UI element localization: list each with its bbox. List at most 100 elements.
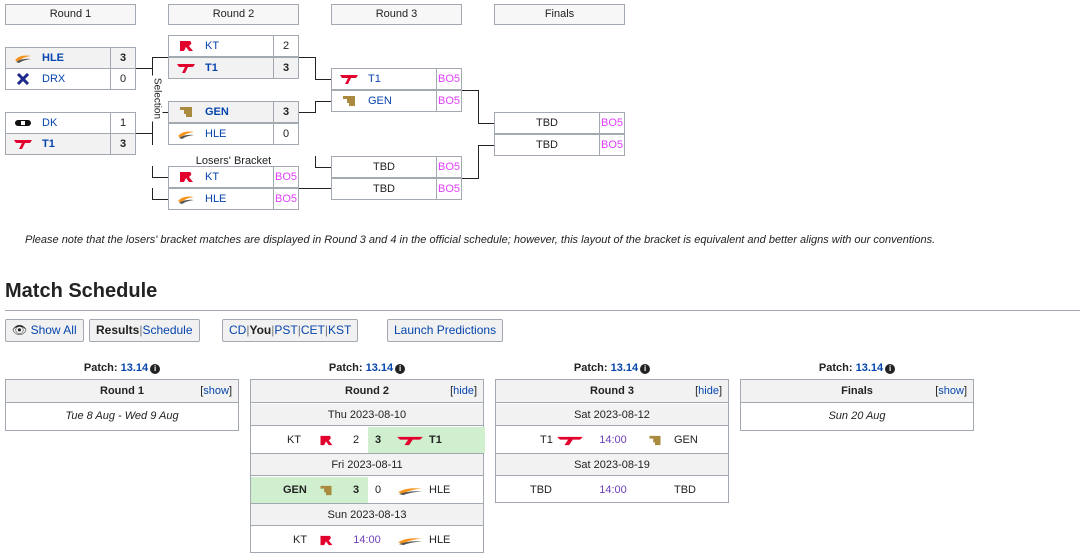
score: 3	[273, 58, 298, 78]
match-date: Fri 2023-08-11	[251, 454, 483, 476]
team-name[interactable]: T1	[42, 138, 55, 150]
team-name: TBD	[373, 161, 395, 173]
info-icon[interactable]: i	[395, 364, 406, 374]
patch-link[interactable]: 13.14	[855, 362, 884, 374]
team-name: TBD	[373, 183, 395, 195]
divider	[5, 310, 1080, 311]
launch-predictions-button[interactable]: Launch Predictions	[387, 319, 504, 342]
bracket-slot-dk[interactable]: DK 1	[5, 112, 136, 134]
round-title: Finals[show]	[741, 380, 973, 403]
connector	[152, 188, 153, 200]
connector	[478, 123, 494, 124]
score: 1	[110, 113, 135, 133]
team-name[interactable]: T1	[368, 73, 381, 85]
team-name[interactable]: DRX	[42, 73, 66, 85]
match-row[interactable]: GEN 3 0 HLE	[251, 477, 483, 504]
match-time[interactable]: 14:00	[599, 434, 627, 446]
match-time[interactable]: 14:00	[599, 484, 627, 496]
team-name[interactable]: DK	[42, 117, 58, 129]
hide-toggle[interactable]: hide	[698, 385, 719, 397]
tz-cd[interactable]: CD	[229, 323, 247, 337]
show-toggle[interactable]: show	[203, 385, 229, 397]
bracket-slot-t1[interactable]: T1 BO5	[331, 68, 462, 90]
tz-kst[interactable]: KST	[327, 323, 352, 337]
bracket-slot-hle[interactable]: HLE 0	[168, 123, 299, 145]
connector	[136, 68, 152, 69]
bracket-slot-hle[interactable]: HLE 3	[5, 47, 136, 69]
team-left[interactable]: KT	[293, 534, 308, 546]
bracket-slot-gen[interactable]: GEN 3	[168, 101, 299, 123]
bracket-slot-hle[interactable]: HLE BO5	[168, 188, 299, 210]
winner-cell	[251, 477, 368, 503]
connector	[315, 156, 316, 167]
team-left[interactable]: T1	[540, 434, 553, 446]
gen-logo-icon	[320, 485, 332, 496]
team-name[interactable]: GEN	[368, 95, 392, 107]
team-name[interactable]: HLE	[205, 193, 227, 205]
bracket-slot-gen[interactable]: GEN BO5	[331, 90, 462, 112]
team-right[interactable]: HLE	[429, 484, 451, 496]
match-time[interactable]: 14:00	[353, 534, 381, 546]
patch-link[interactable]: 13.14	[610, 362, 639, 374]
bracket-slot-tbd[interactable]: TBD BO5	[494, 134, 625, 156]
results-option[interactable]: Results	[96, 323, 140, 337]
team-name[interactable]: KT	[205, 40, 220, 52]
match-row[interactable]: KT 14:00 HLE	[251, 527, 483, 554]
team-name[interactable]: HLE	[42, 52, 64, 64]
match-row[interactable]: T1 14:00 GEN	[496, 427, 728, 454]
hle-logo-icon	[15, 55, 31, 63]
kt-logo-icon	[180, 41, 193, 51]
bo5-label: BO5	[273, 189, 298, 209]
match-row[interactable]: TBD 14:00 TBD	[496, 477, 728, 504]
tz-cet[interactable]: CET	[300, 323, 325, 337]
connector	[152, 57, 153, 68]
team-name[interactable]: KT	[205, 171, 220, 183]
timezone-selector[interactable]: CD|You|PST|CET|KST	[222, 319, 359, 342]
team-right[interactable]: T1	[429, 434, 442, 446]
show-all-button[interactable]: 👁 Show All	[5, 319, 84, 342]
match-row[interactable]: KT 2 3 T1	[251, 427, 485, 454]
score: 0	[273, 124, 298, 144]
team-name[interactable]: T1	[205, 62, 218, 74]
score: 0	[110, 69, 135, 89]
bracket-slot-tbd[interactable]: TBD BO5	[331, 156, 462, 178]
team-right[interactable]: HLE	[429, 534, 451, 546]
show-toggle[interactable]: show	[938, 385, 964, 397]
bracket-slot-tbd[interactable]: TBD BO5	[331, 178, 462, 200]
losers-bracket-label: Losers' Bracket	[195, 155, 272, 167]
patch-link[interactable]: 13.14	[365, 362, 394, 374]
bracket-slot-kt[interactable]: KT 2	[168, 35, 299, 57]
info-icon[interactable]: i	[885, 364, 896, 374]
bracket-slot-kt[interactable]: KT BO5	[168, 166, 299, 188]
info-icon[interactable]: i	[150, 364, 161, 374]
results-schedule-toggle[interactable]: Results|Schedule	[89, 319, 200, 342]
team-name[interactable]: HLE	[205, 128, 227, 140]
round-1-box: Round 1[show] Tue 8 Aug - Wed 9 Aug	[5, 379, 239, 431]
bo5-label: BO5	[436, 91, 461, 111]
tz-pst[interactable]: PST	[274, 323, 298, 337]
t1-logo-icon	[14, 140, 32, 149]
team-name[interactable]: GEN	[205, 106, 229, 118]
launch-predictions-label[interactable]: Launch Predictions	[394, 323, 497, 337]
schedule-option[interactable]: Schedule	[142, 323, 193, 337]
bracket-slot-drx[interactable]: DRX 0	[5, 68, 136, 90]
info-icon[interactable]: i	[640, 364, 651, 374]
section-title: Match Schedule	[5, 280, 158, 302]
team-left[interactable]: KT	[286, 434, 301, 446]
tz-you[interactable]: You	[249, 323, 272, 337]
connector	[315, 101, 316, 113]
patch-link[interactable]: 13.14	[120, 362, 149, 374]
bracket-slot-t1[interactable]: T1 3	[5, 133, 136, 155]
show-all-label[interactable]: Show All	[30, 323, 77, 337]
bracket-slot-t1[interactable]: T1 3	[168, 57, 299, 79]
connector	[152, 133, 153, 145]
round-3-box: Round 3[hide] Sat 2023-08-12 T1 14:00 GE…	[495, 379, 729, 503]
bracket-slot-tbd[interactable]: TBD BO5	[494, 112, 625, 134]
team-right[interactable]: GEN	[674, 434, 698, 446]
kt-logo-icon	[180, 172, 193, 182]
team-left[interactable]: GEN	[283, 484, 307, 496]
round-2-box: Round 2[hide] Thu 2023-08-10 KT 2 3 T1 F…	[250, 379, 485, 554]
hide-toggle[interactable]: hide	[453, 385, 474, 397]
